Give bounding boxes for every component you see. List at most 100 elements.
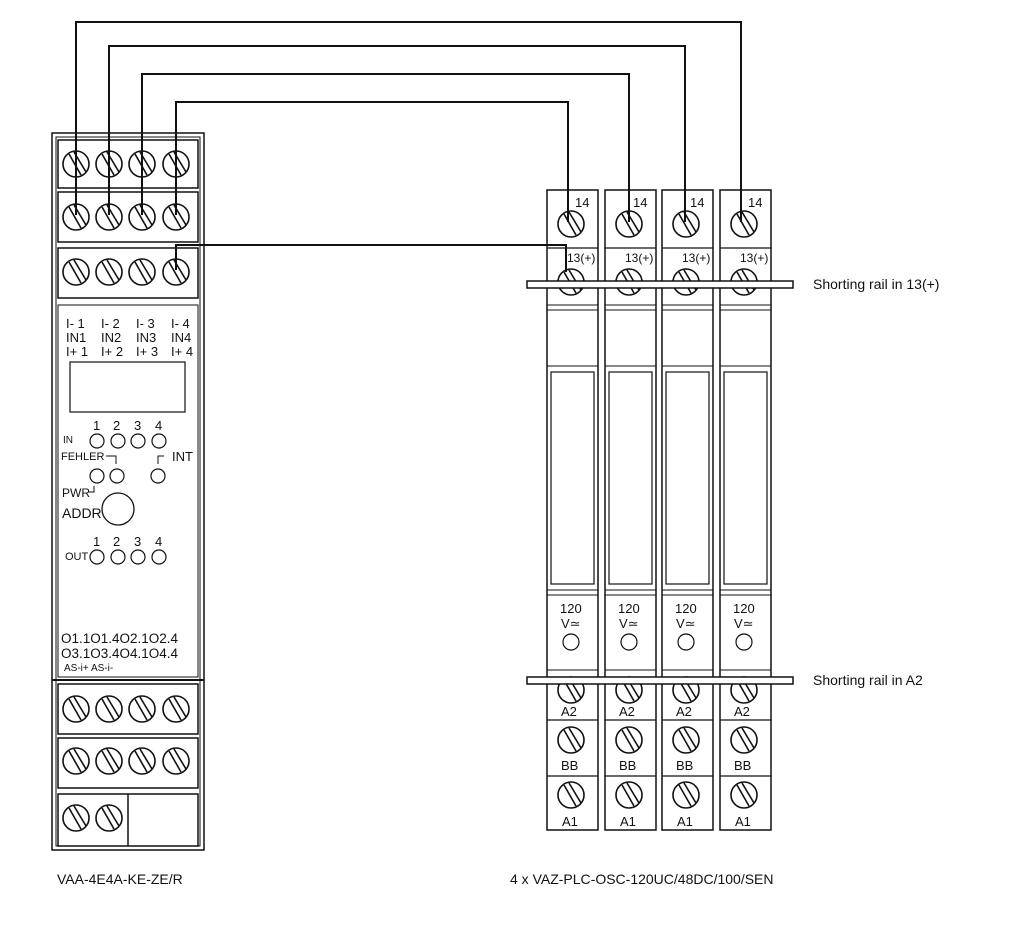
fehler-label: FEHLER [61,451,104,463]
terminal-a2-label: A2 [619,704,635,719]
in-led-numbers: 1 2 3 4 [93,418,162,433]
ch1-minus: I- 1 [66,316,85,331]
terminal-screw-icon[interactable] [95,804,123,832]
in-led-number-2: 2 [113,418,120,433]
wire-ch4 [175,101,569,222]
ch4-minus: I- 4 [171,316,190,331]
terminal-a1-screw-icon[interactable] [615,781,643,809]
terminal-14-label: 14 [690,195,704,210]
terminal-screw-icon[interactable] [62,804,90,832]
voltage-label: 120 [560,601,582,616]
terminal-screw-icon[interactable] [95,747,123,775]
terminal-a1-label: A1 [562,814,578,829]
terminal-screw-icon[interactable] [95,258,123,286]
terminal-a1-screw-icon[interactable] [730,781,758,809]
terminal-a2-label: A2 [734,704,750,719]
terminal-screw-icon[interactable] [62,695,90,723]
ch1-plus: I+ 1 [66,344,88,359]
terminal-bb-label: BB [676,758,693,773]
terminal-block-top-1 [57,139,199,189]
terminal-bb-screw-icon[interactable] [730,726,758,754]
terminal-block-bottom-1 [57,683,199,735]
ch4-plus: I+ 4 [171,344,193,359]
terminal-14-label: 14 [748,195,762,210]
status-led [677,633,695,651]
terminal-bb-screw-icon[interactable] [557,726,585,754]
terminal-a2-label: A2 [561,704,577,719]
terminal-a1-label: A1 [735,814,751,829]
ch2-minus: I- 2 [101,316,120,331]
voltage-label: 120 [733,601,755,616]
terminal-a1-screw-icon[interactable] [557,781,585,809]
terminal-a1-screw-icon[interactable] [672,781,700,809]
voltage-unit-label: V≃ [619,616,639,631]
left-module: I- 1 IN1 I+ 1 I- 2 IN2 I+ 2 I- 3 IN3 I+ … [51,132,205,887]
terminal-bb-screw-icon[interactable] [672,726,700,754]
addressing-socket[interactable] [101,492,135,526]
terminal-a1-label: A1 [677,814,693,829]
terminal-screw-icon[interactable] [128,258,156,286]
voltage-unit-label: V≃ [561,616,581,631]
terminal-bb-label: BB [734,758,751,773]
terminal-screw-icon[interactable] [95,695,123,723]
out-led-numbers: 1 2 3 4 [93,534,162,549]
terminal-14-label: 14 [633,195,647,210]
ch3-in: IN3 [136,330,156,345]
output-labels-row-1: O1.1O1.4O2.1O2.4 [61,631,179,646]
pwr-label: PWR [62,486,90,500]
in-leds [89,433,167,449]
output-labels-row-2: O3.1O3.4O4.1O4.4 [61,646,179,661]
voltage-unit-label: V≃ [676,616,696,631]
ch4-in: IN4 [171,330,191,345]
status-led [620,633,638,651]
terminal-bb-screw-icon[interactable] [615,726,643,754]
in-led-number-3: 3 [134,418,141,433]
terminal-13-label: 13(+) [625,251,653,265]
wire-ch1 [75,21,742,222]
in-led-1 [89,433,105,449]
terminal-13-label: 13(+) [567,251,595,265]
voltage-unit-label: V≃ [734,616,754,631]
shorting-rail-a2 [526,676,794,685]
pwr-led [89,468,105,484]
out-leds [89,549,167,565]
terminal-screw-icon[interactable] [162,747,190,775]
ch3-minus: I- 3 [136,316,155,331]
wire-ch3 [141,73,630,222]
asi-labels: AS-i+ AS-i- [64,663,113,674]
terminal-14-screw-icon[interactable] [557,210,585,238]
left-module-caption: VAA-4E4A-KE-ZE/R [57,871,183,887]
out-led-number-4: 4 [155,534,162,549]
terminal-a1-label: A1 [620,814,636,829]
in-led-4 [151,433,167,449]
terminal-screw-icon[interactable] [62,747,90,775]
terminal-13-label: 13(+) [682,251,710,265]
terminal-screw-icon[interactable] [128,747,156,775]
terminal-screw-icon[interactable] [128,695,156,723]
wire-ch2 [108,45,686,222]
channel-labels: I- 1 IN1 I+ 1 I- 2 IN2 I+ 2 I- 3 IN3 I+ … [66,316,193,359]
ch3-plus: I+ 3 [136,344,158,359]
out-label: OUT [65,551,89,563]
in-led-number-1: 1 [93,418,100,433]
ch2-plus: I+ 2 [101,344,123,359]
status-led [562,633,580,651]
relay-group: 1413(+)120V≃A2BBA11413(+)120V≃A2BBA11413… [546,189,772,831]
terminal-block-top-2 [57,191,199,243]
status-led [735,633,753,651]
terminal-screw-icon[interactable] [162,695,190,723]
terminal-block-top-3 [57,247,199,299]
int-led [150,468,166,484]
terminal-screw-icon[interactable] [62,258,90,286]
out-led-number-2: 2 [113,534,120,549]
rail-top-annotation: Shorting rail in 13(+) [813,276,939,292]
relays-caption: 4 x VAZ-PLC-OSC-120UC/48DC/100/SEN [510,871,774,887]
label-window [69,361,186,413]
in-led-2 [110,433,126,449]
terminal-14-screw-icon[interactable] [730,210,758,238]
wire-common-13 [175,244,567,272]
addr-label: ADDR [62,505,102,521]
